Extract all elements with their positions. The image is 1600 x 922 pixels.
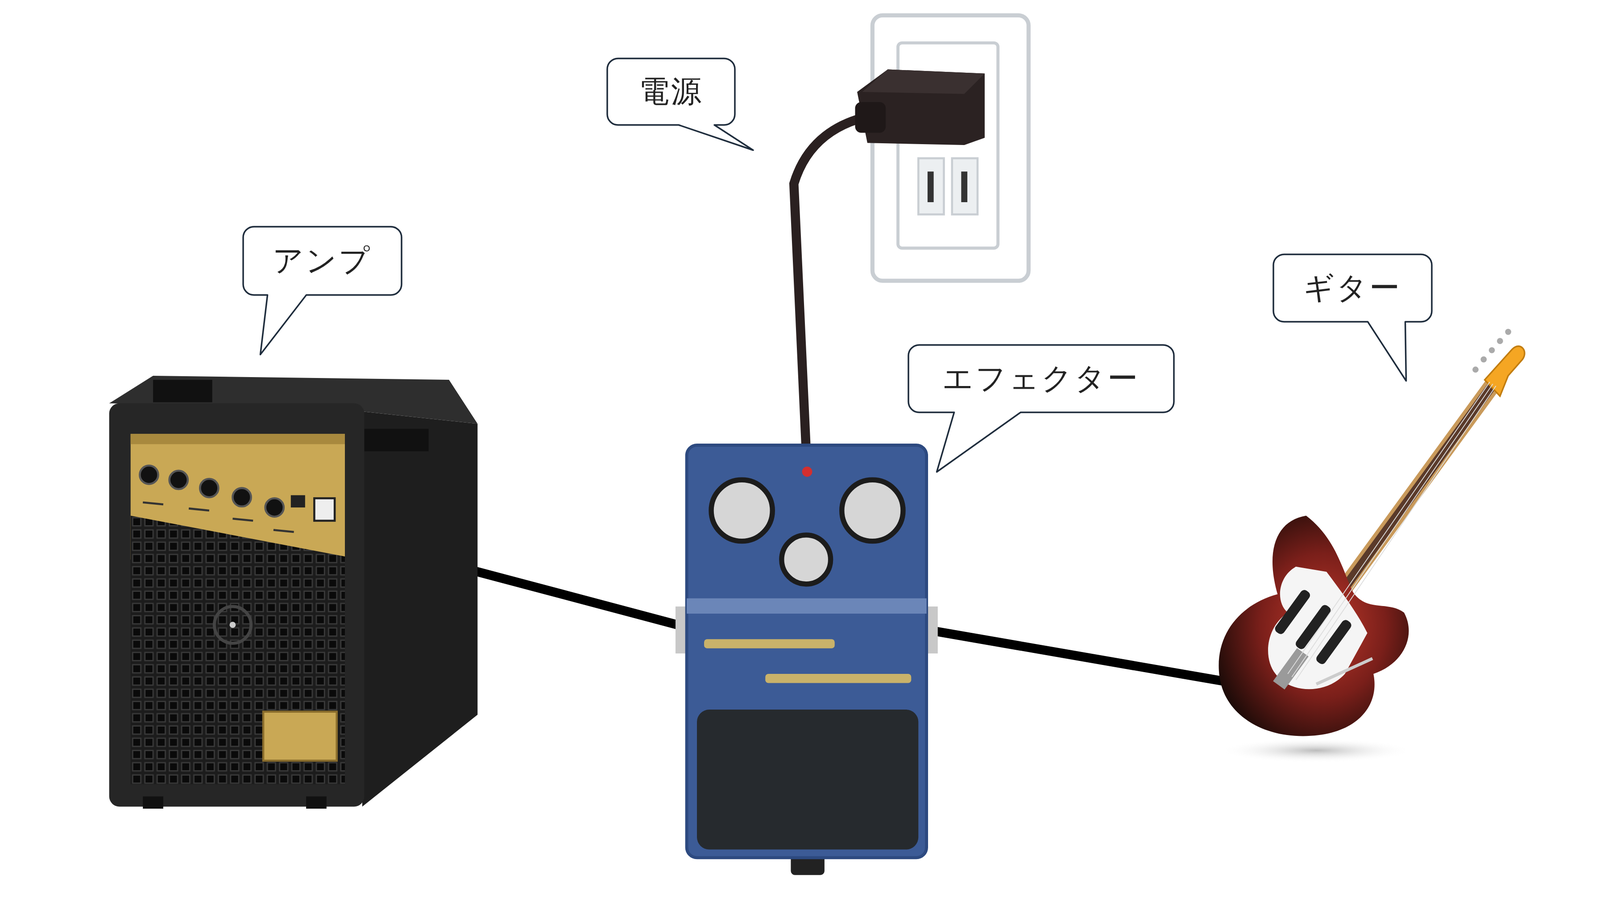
wall-outlet [872,15,1029,281]
electric-guitar [1218,328,1525,763]
callout-text: エフェクター [942,360,1140,397]
callout-bubble: エフェクター [908,344,1174,413]
power-plug [854,69,985,146]
callout-text: アンプ [272,242,372,279]
callout-bubble: アンプ [243,226,402,295]
guitar-amp [109,375,478,809]
callout-bubble: ギター [1273,254,1432,322]
power-cord [793,114,880,449]
effect-pedal [675,445,938,875]
callout-bubble: 電源 [607,58,735,125]
callout-text: ギター [1303,269,1402,307]
callout-text: 電源 [638,73,704,110]
